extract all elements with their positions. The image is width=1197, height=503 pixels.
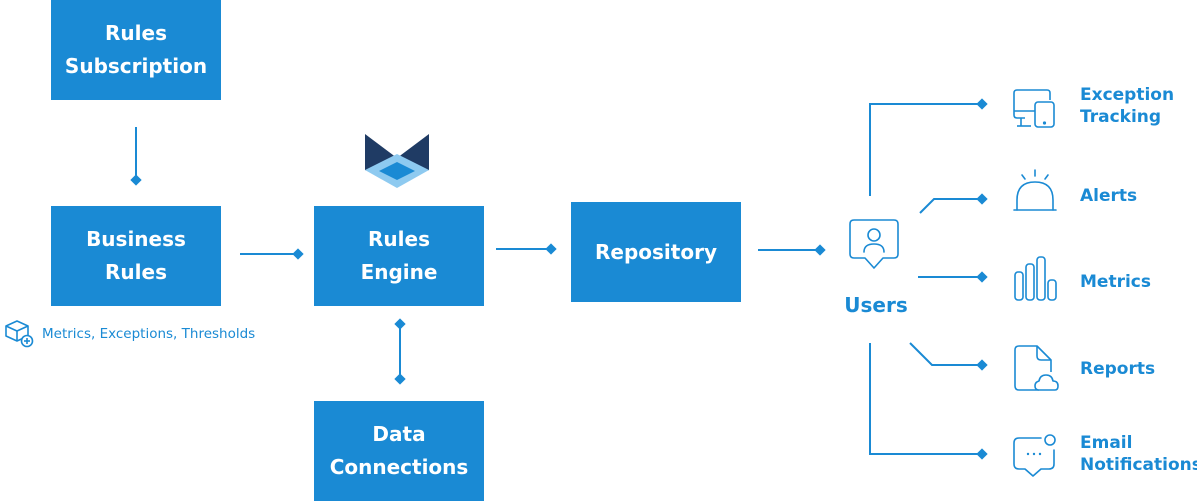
rules-engine-line2: Engine <box>360 260 438 284</box>
business-rules-note: Metrics, Exceptions, Thresholds <box>42 326 256 342</box>
rules-subscription-line1: Rules <box>105 21 167 45</box>
data-connections-line2: Connections <box>329 455 469 479</box>
user-profile-icon <box>849 219 899 269</box>
metrics-label: Metrics <box>1080 272 1151 292</box>
package-icon <box>5 320 34 348</box>
report-document-icon <box>1014 345 1059 391</box>
data-connections-line1: Data <box>372 422 426 446</box>
email-notifications-line1: Email <box>1080 433 1133 453</box>
data-connections-box: Data Connections <box>314 401 484 501</box>
repository-label: Repository <box>595 239 717 264</box>
rules-engine-line1: Rules <box>368 227 430 251</box>
users-label: Users <box>844 293 908 317</box>
business-rules-line1: Business <box>86 227 186 251</box>
bar-chart-icon <box>1014 256 1057 301</box>
logo-icon <box>365 134 429 188</box>
devices-icon <box>1013 89 1055 128</box>
business-rules-box: Business Rules <box>51 206 221 306</box>
business-rules-line2: Rules <box>105 260 167 284</box>
chat-notification-icon <box>1013 434 1056 477</box>
email-notifications-label: Email Notifications <box>1080 432 1197 476</box>
alerts-label: Alerts <box>1080 186 1138 206</box>
email-notifications-line2: Notifications <box>1080 455 1197 475</box>
alarm-bell-icon <box>1013 169 1057 211</box>
exception-tracking-line2: Tracking <box>1080 107 1162 127</box>
reports-label: Reports <box>1080 359 1156 379</box>
rules-engine-box: Rules Engine <box>314 206 484 306</box>
rules-subscription-box: Rules Subscription <box>51 0 221 100</box>
repository-box: Repository <box>571 202 741 302</box>
exception-tracking-line1: Exception <box>1080 85 1175 105</box>
exception-tracking-label: Exception Tracking <box>1080 84 1174 128</box>
rules-subscription-line2: Subscription <box>64 54 208 78</box>
